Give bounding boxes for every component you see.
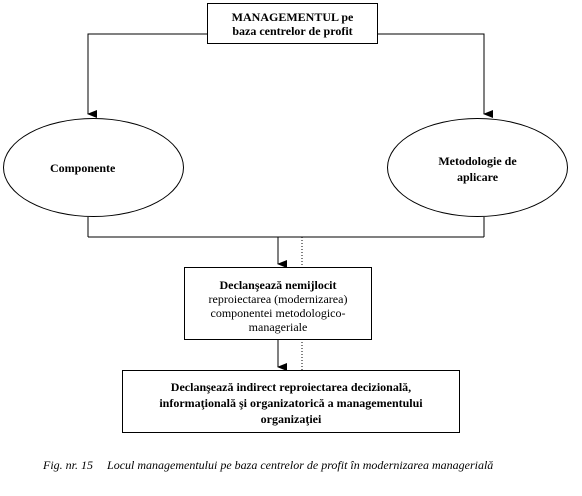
- top-box-management: MANAGEMENTUL pe baza centrelor de profit: [207, 3, 378, 44]
- figure-caption-text: Locul managementului pe baza centrelor d…: [107, 458, 494, 472]
- bottom-box-indirect-trigger: Declanşează indirect reproiectarea deciz…: [122, 370, 460, 433]
- connector-top-to-left-ellipse: [87, 33, 207, 118]
- bottom-box-line1: Declanşează indirect reproiectarea deciz…: [170, 380, 412, 394]
- figure-caption: Fig. nr. 15 Locul managementului pe baza …: [43, 458, 573, 473]
- left-ellipse-components: Componente: [3, 118, 184, 217]
- left-ellipse-label: Componente: [50, 160, 116, 175]
- middle-box-heading: Declanşează nemijlocit: [219, 278, 337, 292]
- connector-top-to-right-ellipse: [378, 33, 493, 118]
- right-ellipse-line1: Metodologie de: [438, 153, 517, 168]
- top-box-line2: baza centrelor de profit: [232, 23, 353, 38]
- bottom-box-line3: organizaţiei: [260, 412, 322, 426]
- middle-box-line1: reproiectarea (modernizarea): [208, 292, 348, 306]
- middle-box-line2: componentei metodologico-: [210, 306, 346, 320]
- middle-box-line3: manageriale: [248, 320, 308, 334]
- right-ellipse-line2: aplicare: [456, 169, 499, 184]
- middle-box-direct-trigger: Declanşează nemijlocit reproiectarea (mo…: [184, 267, 372, 340]
- figure-number: Fig. nr. 15: [43, 458, 94, 472]
- right-ellipse-methodology: Metodologie de aplicare: [387, 118, 568, 217]
- bottom-box-line2: informaţională şi organizatorică a manag…: [159, 396, 423, 410]
- top-box-line1: MANAGEMENTUL pe: [231, 9, 354, 24]
